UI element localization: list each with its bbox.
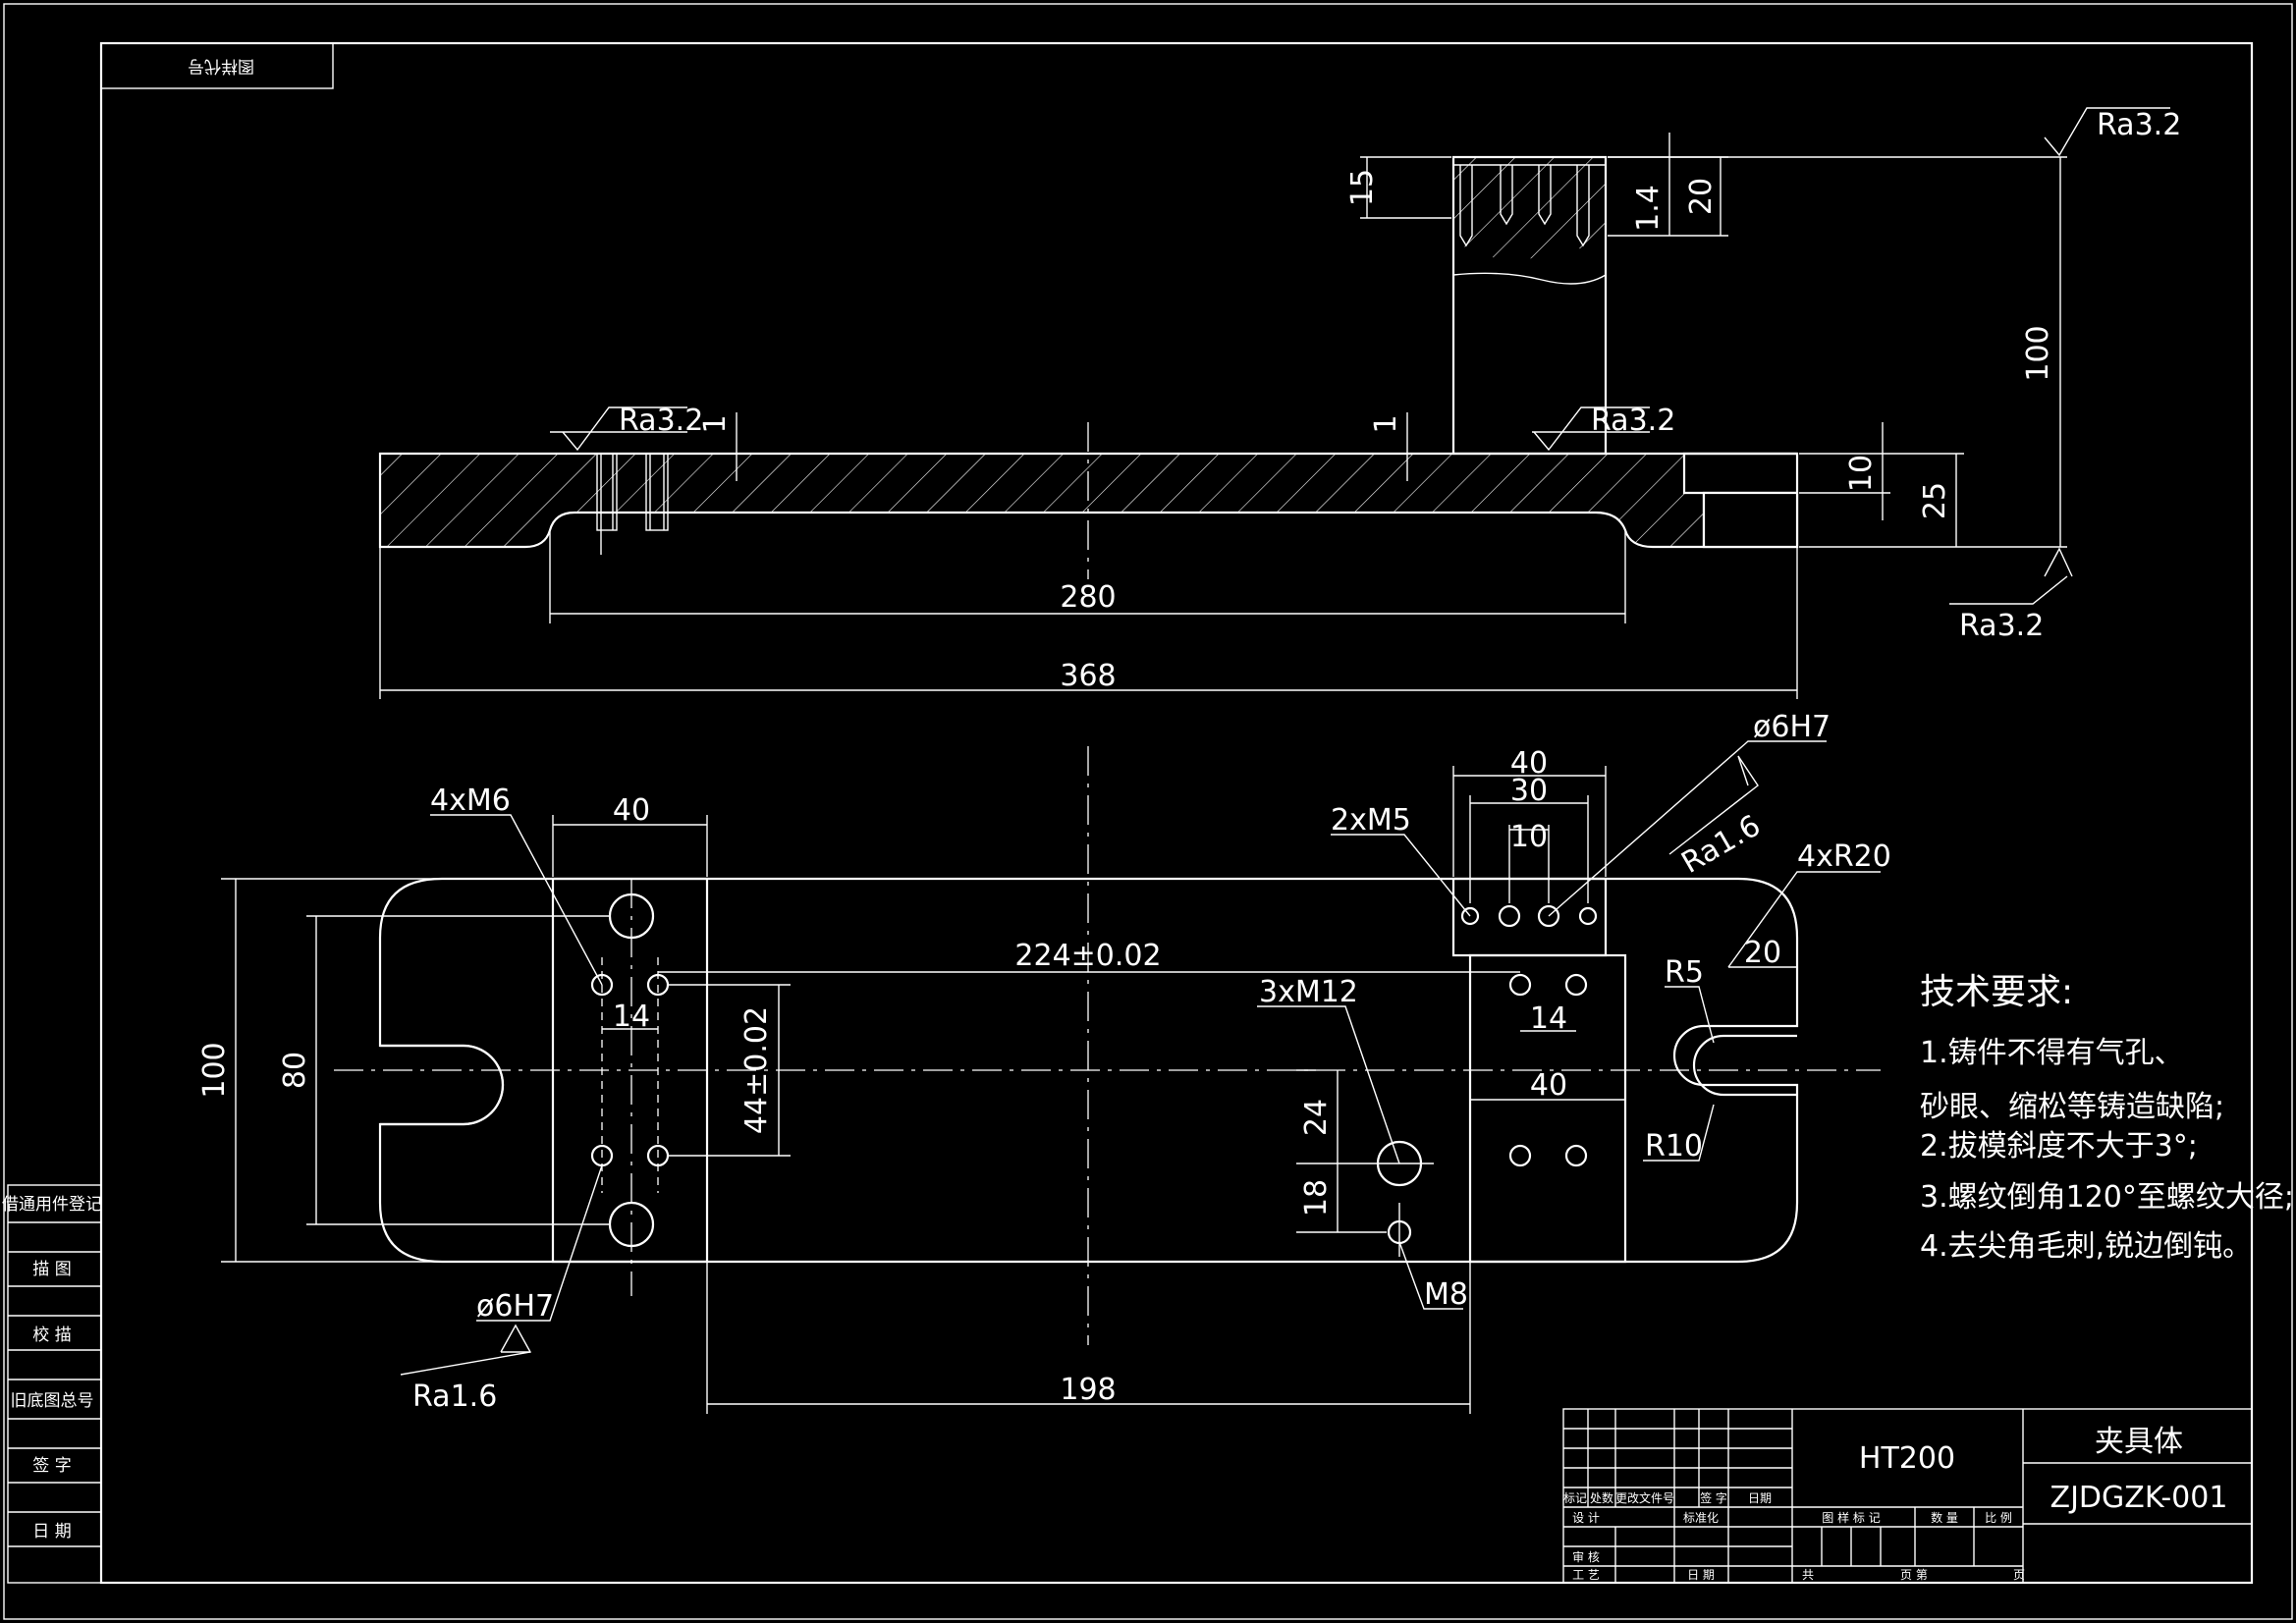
part-name: 夹具体 [2095, 1425, 2183, 1459]
dim-1-right: 1 [1369, 414, 1403, 433]
roughness-ra16-top: Ra1.6 [1668, 755, 1767, 881]
dim-40-top-right: 40 [1510, 746, 1548, 781]
note-line-1: 1.铸件不得有气孔、 [1920, 1036, 2184, 1070]
dim-198: 198 [1060, 1373, 1116, 1407]
callout-2xm5: 2xM5 [1331, 803, 1471, 917]
tb-standardize: 标准化 [1683, 1511, 1719, 1525]
callout-phi6-top: ø6H7 [1548, 710, 1831, 917]
dim-20: 20 [1684, 178, 1719, 215]
roughness-ra16-left: Ra1.6 [400, 1324, 532, 1414]
tb-sheet-total: 共 [1802, 1568, 1814, 1582]
dim-280: 280 [1060, 580, 1116, 615]
ra-label-2: Ra3.2 [1591, 404, 1675, 438]
roughness-front-top: Ra3.2 [2044, 107, 2181, 157]
dim-14-left: 14 [613, 1000, 650, 1034]
ra-label-4: Ra3.2 [1959, 609, 2044, 643]
tb-change-doc: 更改文件号 [1615, 1490, 1674, 1505]
corner-stamp-text: 图样代号 [188, 56, 254, 76]
technical-notes: 技术要求: 1.铸件不得有气孔、 砂眼、缩松等铸造缺陷; 2.拔模斜度不大于3°… [1920, 972, 2294, 1264]
top-view: 40 40 30 10 224±0.02 44±0.02 14 14 40 10… [197, 710, 1891, 1414]
dim-1-left: 1 [698, 414, 733, 433]
side-label-4: 旧底图总号 [11, 1391, 94, 1411]
notes-title: 技术要求: [1920, 972, 2073, 1012]
callout-4xm6: 4xM6 [430, 784, 603, 986]
dim-100-height: 100 [2021, 325, 2055, 381]
callout-r5-text: R5 [1665, 955, 1704, 990]
tb-process: 工 艺 [1572, 1568, 1600, 1582]
tb-scale: 比 例 [1985, 1511, 2012, 1525]
corner-stamp: 图样代号 [100, 42, 334, 89]
drawing-number: ZJDGZK-001 [2050, 1481, 2228, 1515]
callout-r5: R5 [1665, 955, 1715, 1044]
ra16-left-text: Ra1.6 [412, 1380, 497, 1414]
dim-80: 80 [278, 1052, 312, 1089]
callout-4xr20: 4xR20 [1727, 839, 1891, 968]
sheet-frame [3, 3, 2293, 1620]
dim-10: 10 [1844, 455, 1879, 492]
callout-2xm5-text: 2xM5 [1331, 803, 1411, 838]
dim-30: 30 [1510, 774, 1548, 808]
tb-stage: 图 样 标 记 [1822, 1510, 1880, 1525]
post-holes [1459, 165, 1590, 247]
dim-15: 15 [1345, 169, 1380, 206]
callout-4xr20-text: 4xR20 [1797, 839, 1891, 874]
note-line-5: 4.去尖角毛刺,锐边倒钝。 [1920, 1229, 2252, 1264]
side-block: 借通用件登记 描 图 校 描 旧底图总号 签 字 日 期 [2, 1184, 102, 1584]
dim-40-left: 40 [613, 793, 650, 828]
callout-r10: R10 [1643, 1104, 1715, 1163]
title-block: 标记 处数 更改文件号 签 字 日期 设 计 标准化 审 核 工 艺 日 期 H… [1562, 1408, 2253, 1584]
side-label-3: 校 描 [32, 1325, 71, 1345]
callout-phi6-left-text: ø6H7 [476, 1289, 554, 1324]
callout-r10-text: R10 [1645, 1129, 1703, 1163]
callout-3xm12-text: 3xM12 [1259, 975, 1358, 1009]
ra-label-3: Ra3.2 [2097, 108, 2181, 142]
roughness-front-bottom: Ra3.2 [1949, 547, 2073, 643]
dim-368: 368 [1060, 659, 1116, 693]
ra-label-1: Ra3.2 [619, 404, 703, 438]
callout-3xm12: 3xM12 [1257, 975, 1400, 1164]
dim-25: 25 [1918, 482, 1952, 519]
ra16-top-text: Ra1.6 [1676, 808, 1767, 880]
side-label-2: 描 图 [32, 1260, 71, 1279]
tb-review: 审 核 [1572, 1549, 1600, 1564]
dim-1-4: 1.4 [1631, 185, 1666, 232]
dim-20-slot: 20 [1744, 936, 1781, 970]
callout-4xm6-text: 4xM6 [430, 784, 511, 818]
tb-design: 设 计 [1572, 1511, 1600, 1525]
tb-date: 日期 [1748, 1491, 1772, 1505]
tb-count: 处数 [1590, 1490, 1613, 1505]
callout-m8-text: M8 [1424, 1277, 1468, 1312]
dim-40-right: 40 [1530, 1068, 1567, 1103]
callout-m8: M8 [1398, 1241, 1468, 1312]
note-line-3: 2.拔模斜度不大于3°; [1920, 1129, 2198, 1163]
callout-phi6-left: ø6H7 [476, 1164, 603, 1324]
roughness-front-mid: Ra3.2 [1532, 404, 1675, 452]
note-line-2: 砂眼、缩松等铸造缺陷; [1920, 1090, 2224, 1124]
dim-24: 24 [1299, 1099, 1334, 1136]
tb-mark: 标记 [1563, 1491, 1587, 1505]
tb-sheet-no: 页 第 [1900, 1568, 1928, 1582]
tb-page: 页 [2013, 1568, 2025, 1582]
tb-date2: 日 期 [1687, 1568, 1715, 1582]
tb-weight: 数 量 [1931, 1510, 1958, 1525]
dim-14-right: 14 [1530, 1001, 1567, 1036]
dim-44: 44±0.02 [739, 1006, 774, 1134]
dim-18: 18 [1299, 1179, 1334, 1217]
tb-sign: 签 字 [1700, 1490, 1727, 1505]
dim-100-width: 100 [197, 1042, 232, 1098]
dim-10-holes: 10 [1510, 820, 1548, 854]
side-label-5: 签 字 [32, 1456, 71, 1476]
dim-224: 224±0.02 [1014, 939, 1161, 973]
callout-phi6-top-text: ø6H7 [1753, 710, 1831, 744]
note-line-4: 3.螺纹倒角120°至螺纹大径; [1920, 1180, 2294, 1215]
front-view: 15 1.4 20 100 10 25 1 1 280 368 [378, 107, 2181, 699]
roughness-front-left: Ra3.2 [550, 404, 703, 452]
side-label-6: 日 期 [32, 1522, 71, 1542]
material-label: HT200 [1859, 1441, 1955, 1476]
side-label-1: 借通用件登记 [2, 1195, 102, 1215]
